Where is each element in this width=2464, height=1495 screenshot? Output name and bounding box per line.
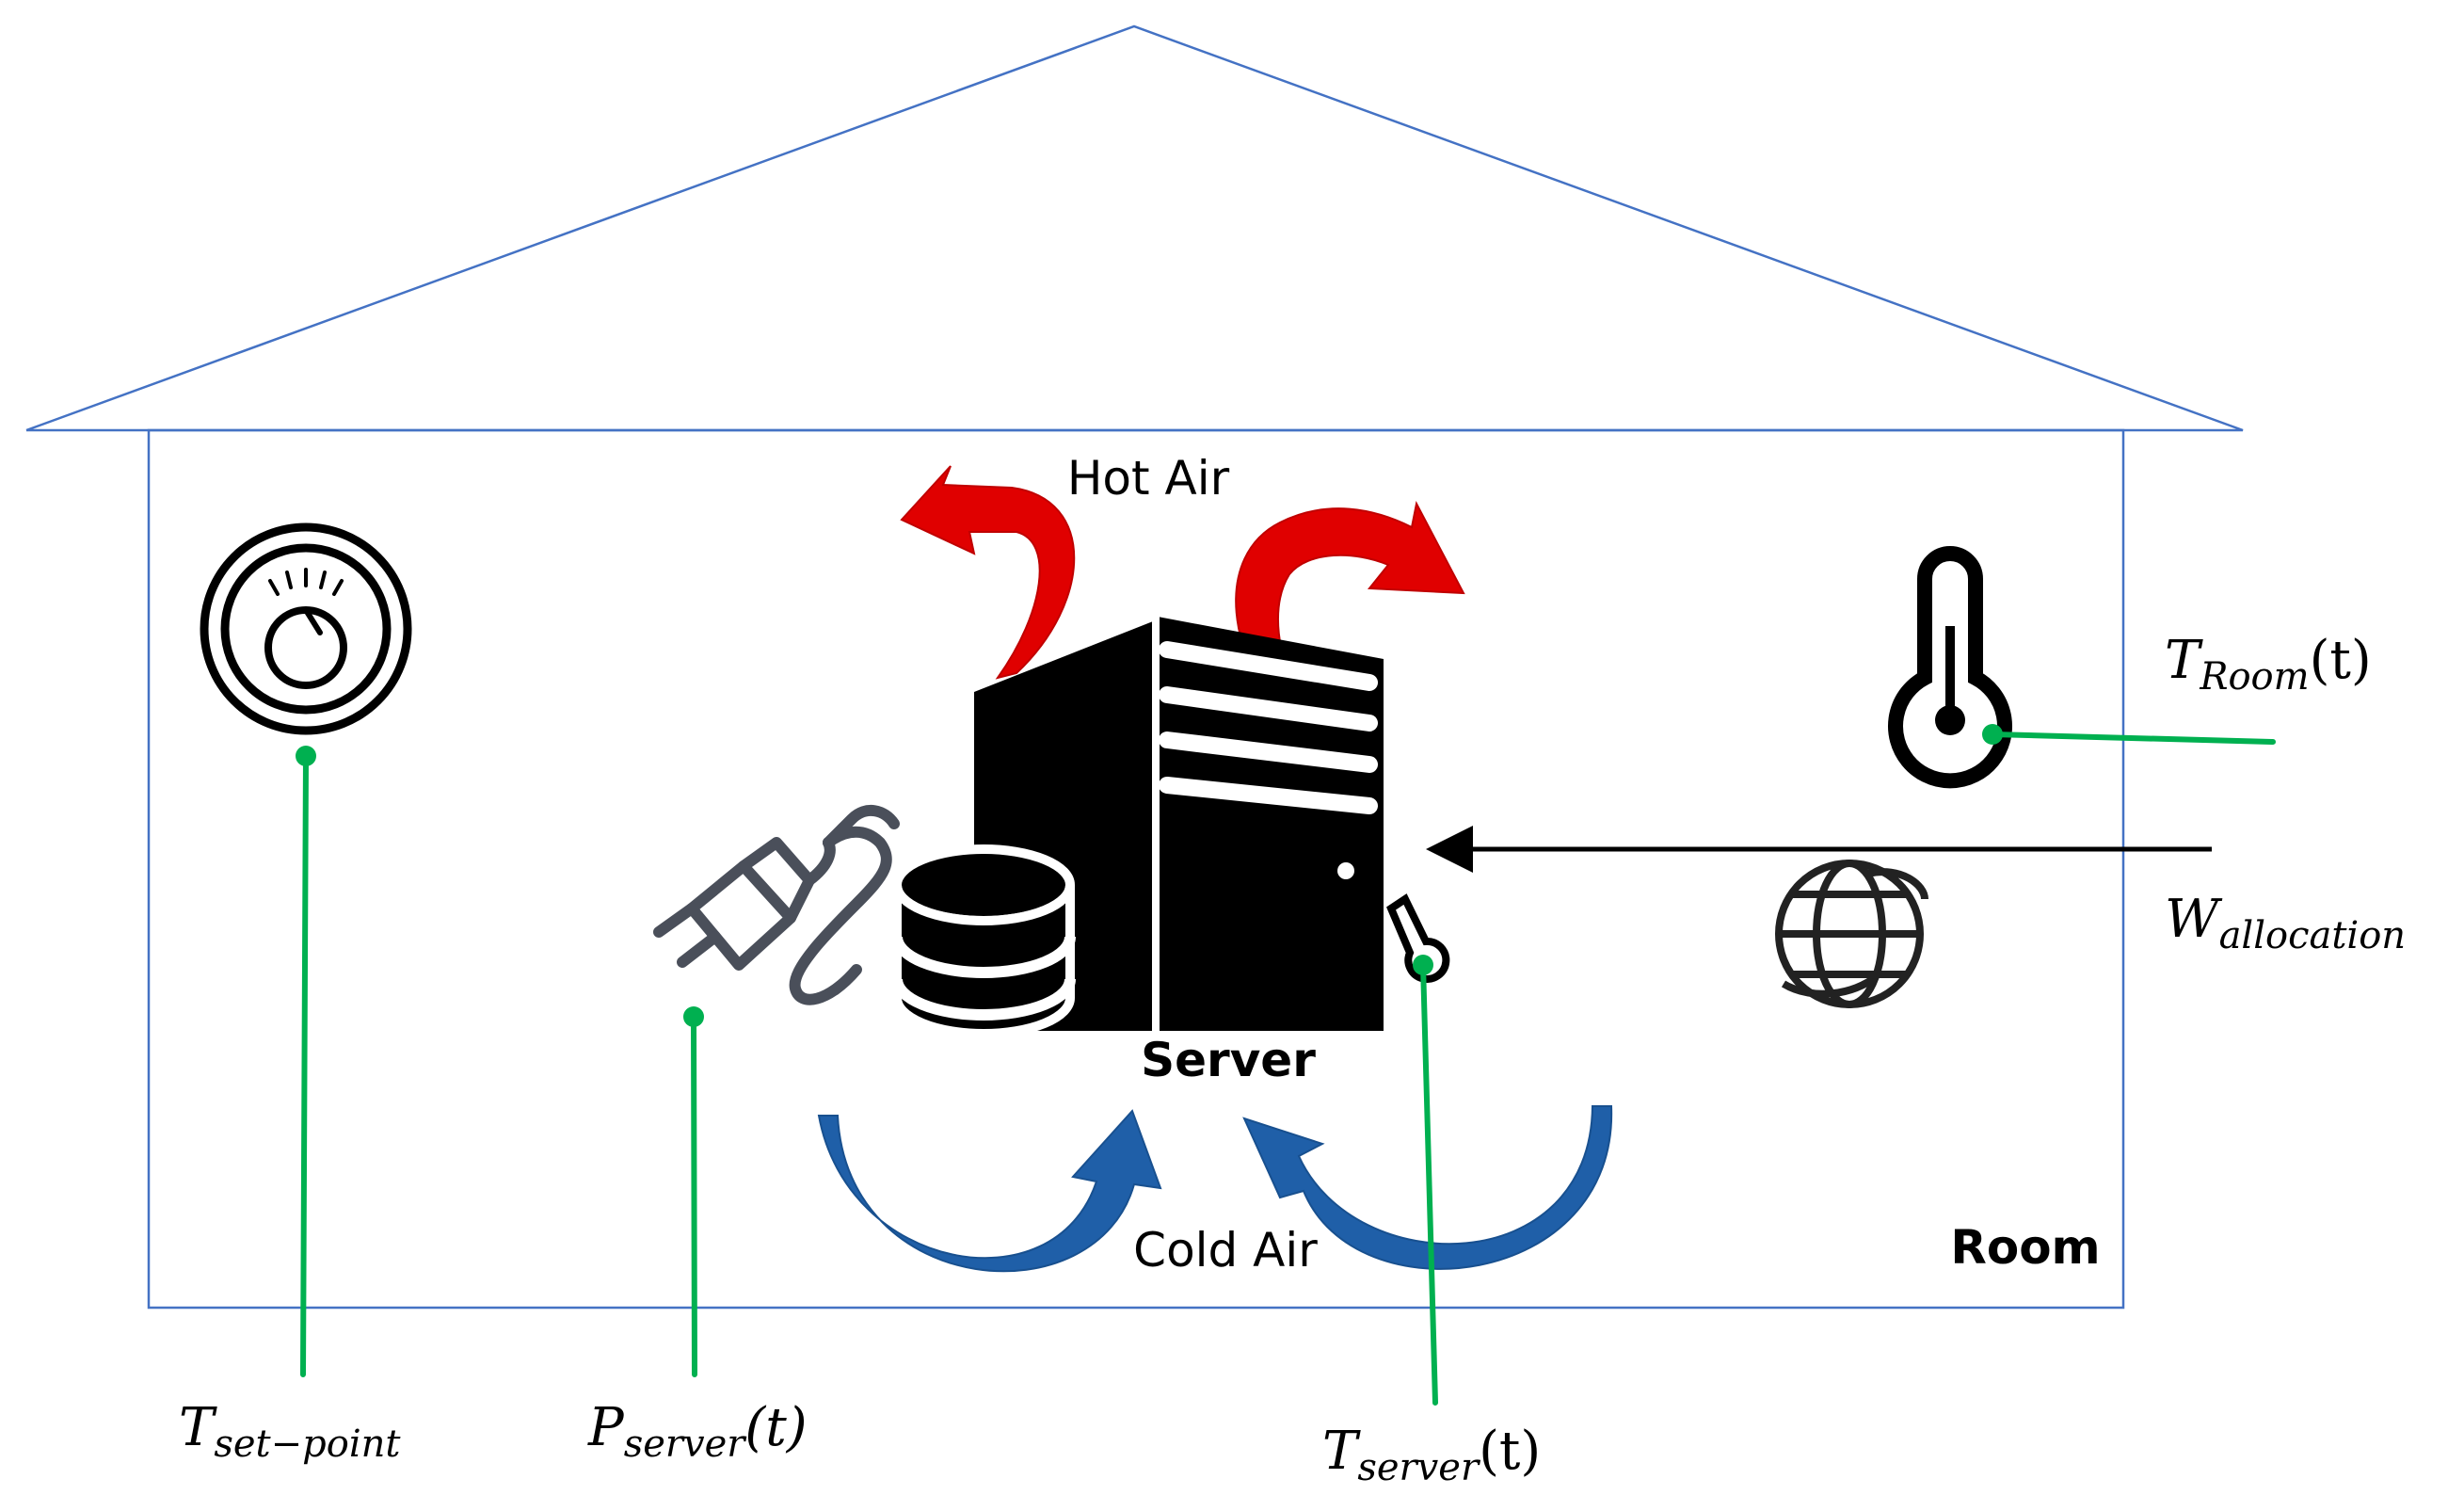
house-roof	[25, 24, 2244, 432]
hot-air-arrow-right	[1235, 501, 1465, 746]
w-allocation-subscript: allocation	[2219, 914, 2406, 957]
t-set-point-symbol: T	[179, 1397, 217, 1458]
server-label: Server	[1141, 1033, 1316, 1087]
hot-air-arrow-left	[900, 465, 1076, 680]
t-server-suffix: (t)	[1479, 1421, 1541, 1482]
sensor-line-t-server	[1420, 962, 1438, 1406]
t-set-point-subscript: set−point	[214, 1423, 401, 1466]
sensor-dot-p-server	[683, 1006, 704, 1027]
p-server-suffix: (t)	[744, 1397, 807, 1458]
room-label: Room	[1950, 1220, 2100, 1275]
power-plug-icon	[653, 805, 900, 1005]
t-room-label: TRoom(t)	[2165, 630, 2372, 699]
t-server-subscript: server	[1357, 1446, 1481, 1489]
sensor-dot-t-server	[1413, 955, 1433, 975]
t-set-point-label: Tset−point	[179, 1397, 401, 1466]
t-server-label: Tserver(t)	[1322, 1421, 1541, 1489]
globe-icon	[1775, 860, 1928, 1008]
sensor-dot-set-point	[296, 746, 316, 766]
sensor-dots	[296, 724, 2003, 1027]
cold-air-arrows	[817, 1105, 1613, 1273]
cold-air-label: Cold Air	[1133, 1223, 1318, 1278]
t-room-subscript: Room	[2199, 655, 2309, 699]
w-allocation-label: Wallocation	[2165, 889, 2406, 957]
hot-air-label: Hot Air	[1067, 451, 1230, 506]
sensor-line-p-server	[691, 1014, 697, 1377]
p-server-subscript: server	[624, 1423, 748, 1466]
cold-air-arrow-right	[1242, 1105, 1613, 1270]
sensor-line-set-point	[300, 753, 309, 1377]
p-server-label: Pserver(t)	[587, 1397, 808, 1466]
sensor-lines	[300, 731, 2276, 1406]
t-room-symbol: T	[2165, 630, 2203, 691]
p-server-symbol: P	[587, 1397, 625, 1458]
w-allocation-symbol: W	[2165, 889, 2223, 950]
database-icon	[891, 844, 1076, 1038]
sensor-line-t-room	[1990, 731, 2276, 745]
t-server-symbol: T	[1322, 1421, 1361, 1482]
hot-air-arrows	[900, 465, 1465, 746]
thermostat-dial-icon	[200, 522, 412, 735]
cold-air-arrow-left	[817, 1109, 1162, 1273]
t-room-suffix: (t)	[2310, 630, 2372, 691]
room-box	[147, 428, 2125, 1310]
sensor-dot-t-room	[1982, 724, 2003, 745]
thermometer-icon	[1888, 546, 2012, 789]
